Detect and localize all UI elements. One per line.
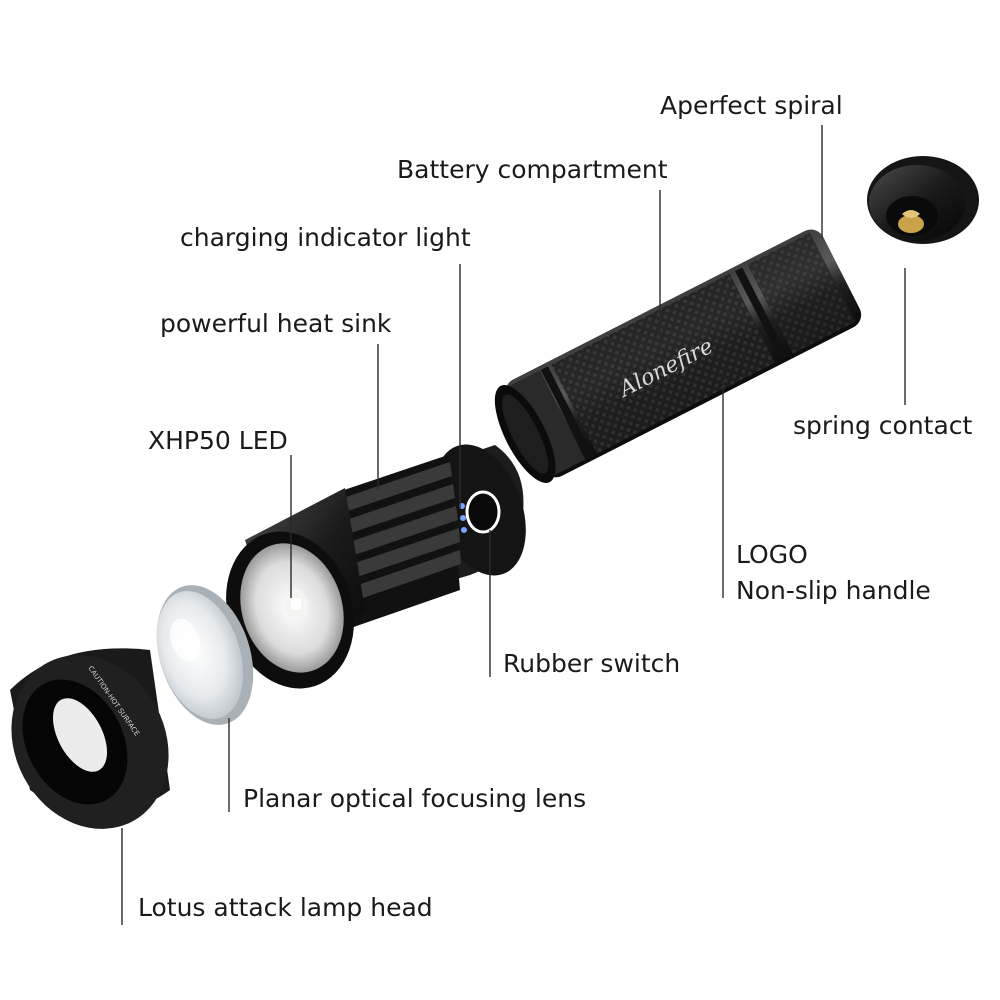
label-logo: LOGO [736, 540, 808, 569]
spring-contact-brass [898, 215, 924, 233]
label-rubber-switch: Rubber switch [503, 649, 681, 678]
bezel-ring: CAUTION-HOT SURFACE [10, 648, 170, 829]
label-led: XHP50 LED [148, 426, 288, 455]
rubber-switch [465, 490, 501, 534]
label-heat-sink: powerful heat sink [160, 309, 392, 338]
heat-sink-fins [338, 455, 461, 630]
battery-tube: Alonefire [494, 229, 862, 483]
label-spiral: Aperfect spiral [660, 91, 843, 120]
leader-lines [121, 125, 906, 925]
label-charging-indicator: charging indicator light [180, 223, 471, 252]
label-lamp-head: Lotus attack lamp head [138, 893, 433, 922]
lamp-head-body [226, 444, 526, 689]
label-focusing-lens: Planar optical focusing lens [243, 784, 587, 813]
tail-cap [867, 156, 979, 244]
label-non-slip-handle: Non-slip handle [736, 576, 931, 605]
focusing-lens [156, 585, 254, 725]
label-battery-compartment: Battery compartment [397, 155, 668, 184]
label-spring-contact: spring contact [793, 411, 973, 440]
